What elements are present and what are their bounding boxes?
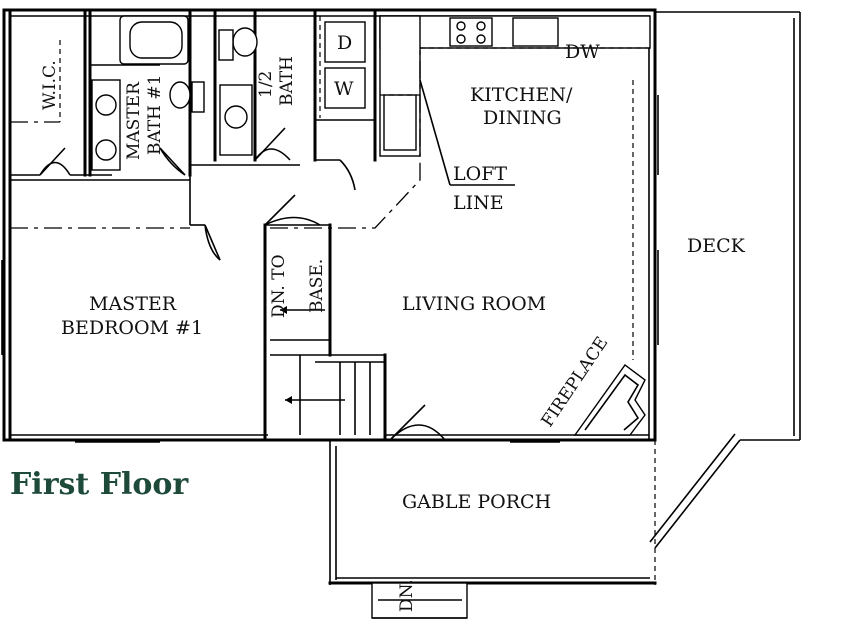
gable-porch	[328, 440, 657, 619]
stairs-label-2: BASE.	[307, 259, 327, 313]
exterior-walls	[1, 8, 659, 443]
living-room-label: LIVING ROOM	[402, 293, 546, 315]
porch-down-label: DN.	[397, 579, 417, 612]
floor-title: First Floor	[10, 467, 189, 502]
master-bedroom-label-2: BEDROOM #1	[61, 317, 203, 339]
stairs-label-1: DN. TO	[269, 254, 289, 318]
dryer-label: D	[337, 32, 352, 54]
kitchen-label-1: KITCHEN/	[470, 84, 573, 106]
master-bedroom-label-1: MASTER	[89, 293, 177, 315]
deck	[649, 11, 801, 549]
dishwasher-label: DW	[565, 41, 600, 63]
wic-label: W.I.C.	[40, 60, 60, 110]
stairs	[270, 306, 385, 435]
loft-line-label-1: LOFT	[453, 163, 507, 185]
master-bath-label-1: MASTER	[124, 81, 144, 160]
fixtures	[91, 15, 651, 436]
half-bath-label-1: 1/2	[256, 71, 276, 98]
dashed-lines	[10, 16, 650, 360]
loft-line-label-2: LINE	[453, 192, 504, 214]
washer-label: W	[334, 78, 354, 100]
kitchen-label-2: DINING	[483, 107, 562, 129]
half-bath-label-2: BATH	[277, 56, 297, 106]
doors	[39, 127, 446, 441]
master-bath-label-2: BATH #1	[145, 75, 165, 155]
gable-porch-label: GABLE PORCH	[402, 491, 551, 513]
deck-label: DECK	[687, 235, 746, 257]
